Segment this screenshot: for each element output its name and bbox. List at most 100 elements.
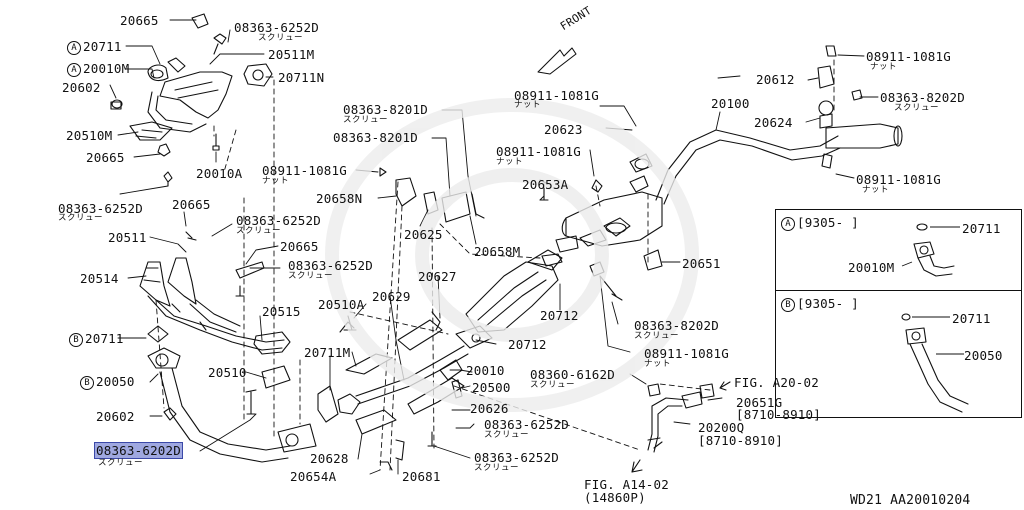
- part-sublabel: スクリュー: [58, 213, 104, 223]
- part-label-highlighted[interactable]: 08363-6202D: [94, 442, 183, 459]
- fig-a20-arrow: [719, 381, 731, 391]
- part-label[interactable]: 08911-1081G: [856, 172, 941, 187]
- part-label[interactable]: 20500: [472, 380, 511, 395]
- part-sublabel: スクリュー: [530, 380, 576, 390]
- marker-a: A: [67, 41, 81, 55]
- front-direction-arrow: [537, 47, 577, 75]
- part-label[interactable]: 08911-1081G: [644, 346, 729, 361]
- inset-title: B[9305- ]: [781, 297, 859, 312]
- part-label[interactable]: 20628: [310, 451, 349, 466]
- inset-parts: [901, 223, 969, 413]
- part-label[interactable]: 20626: [470, 401, 509, 416]
- fig-reference[interactable]: FIG. A20-02: [734, 375, 819, 390]
- part-label[interactable]: 20515: [262, 304, 301, 319]
- diagram-code: WD21 AA20010204: [850, 493, 971, 508]
- part-label[interactable]: 20602: [96, 409, 135, 424]
- part-label[interactable]: 20510M: [66, 128, 113, 143]
- marker-a: A: [781, 217, 795, 231]
- part-label[interactable]: 20653A: [522, 177, 569, 192]
- dashed-guide-lines: [155, 59, 835, 471]
- part-label[interactable]: 20623: [544, 122, 583, 137]
- part-label[interactable]: 20681: [402, 469, 441, 484]
- part-sublabel: スクリュー: [236, 226, 282, 236]
- part-label[interactable]: 08363-8201D: [343, 102, 428, 117]
- part-label[interactable]: 08911-1081G: [514, 88, 599, 103]
- part-label[interactable]: 20665: [120, 13, 159, 28]
- part-label[interactable]: 20665: [280, 239, 319, 254]
- part-label[interactable]: 20627: [418, 269, 457, 284]
- part-sublabel: スクリュー: [474, 463, 520, 473]
- tail-pipe: [655, 45, 903, 205]
- part-label[interactable]: 20651: [682, 256, 721, 271]
- part-sublabel: ナット: [862, 185, 890, 195]
- part-label[interactable]: 08363-8202D: [634, 318, 719, 333]
- part-label[interactable]: 20100: [711, 96, 750, 111]
- part-sublabel: スクリュー: [343, 115, 389, 125]
- part-sublabel: スクリュー: [894, 103, 940, 113]
- part-label[interactable]: 20629: [372, 289, 411, 304]
- inset-title: A[9305- ]: [781, 216, 859, 231]
- part-label[interactable]: 20511M: [268, 47, 315, 62]
- part-label[interactable]: 08911-1081G: [496, 144, 581, 159]
- part-label[interactable]: 08911-1081G: [262, 163, 347, 178]
- part-label[interactable]: 08360-6162D: [530, 367, 615, 382]
- part-label[interactable]: 20510: [208, 365, 247, 380]
- part-label[interactable]: 08363-8201D: [333, 130, 418, 145]
- inset-box-b: B[9305- ] 20711 20050: [775, 290, 1022, 418]
- part-sublabel: スクリュー: [288, 271, 334, 281]
- part-label[interactable]: 08911-1081G: [866, 49, 951, 64]
- part-label[interactable]: 20612: [756, 72, 795, 87]
- marker-b: B: [80, 376, 94, 390]
- part-label[interactable]: 08363-6252D: [234, 20, 319, 35]
- part-label[interactable]: 08363-6252D: [474, 450, 559, 465]
- part-label[interactable]: 08363-8202D: [880, 90, 965, 105]
- part-sublabel: スクリュー: [98, 458, 144, 468]
- part-label[interactable]: 20625: [404, 227, 443, 242]
- part-label[interactable]: 20511: [108, 230, 147, 245]
- part-label[interactable]: 20010: [466, 363, 505, 378]
- part-label[interactable]: 20200Q: [698, 420, 745, 435]
- part-label[interactable]: 20654A: [290, 469, 337, 484]
- part-label[interactable]: 08363-6252D: [484, 417, 569, 432]
- part-label[interactable]: 20010M: [848, 260, 895, 275]
- part-label[interactable]: 20658M: [474, 244, 521, 259]
- part-sublabel: ナット: [870, 62, 898, 72]
- part-sublabel: ナット: [644, 359, 672, 369]
- part-label[interactable]: 20711N: [278, 70, 325, 85]
- part-label[interactable]: 20712: [508, 337, 547, 352]
- part-label[interactable]: 20514: [80, 271, 119, 286]
- part-label[interactable]: 20711: [962, 221, 1001, 236]
- part-label[interactable]: 08363-6252D: [236, 213, 321, 228]
- part-label[interactable]: 20711: [952, 311, 991, 326]
- part-label[interactable]: 20050: [964, 348, 1003, 363]
- part-label[interactable]: 20510A: [318, 297, 365, 312]
- part-sublabel: ナット: [262, 176, 290, 186]
- front-pipe-upper-assembly: [110, 13, 273, 187]
- fig-reference[interactable]: FIG. A14-02: [584, 477, 669, 492]
- part-label[interactable]: 20651G: [736, 395, 783, 410]
- part-label[interactable]: 08363-6252D: [58, 201, 143, 216]
- part-sublabel: スクリュー: [634, 331, 680, 341]
- fig-reference-code: (14860P): [584, 490, 646, 505]
- part-label[interactable]: 20602: [62, 80, 101, 95]
- part-sublabel: スクリュー: [484, 430, 530, 440]
- part-label[interactable]: 20712: [540, 308, 579, 323]
- watermark-emblem: [325, 98, 699, 412]
- part-label[interactable]: 20658N: [316, 191, 363, 206]
- part-label[interactable]: 20624: [754, 115, 793, 130]
- fig-a14-arrow: [631, 459, 643, 473]
- part-label[interactable]: 08363-6252D: [288, 258, 373, 273]
- part-label[interactable]: 20665: [86, 150, 125, 165]
- part-sublabel: ナット: [514, 100, 542, 110]
- part-label[interactable]: 20010A: [196, 166, 243, 181]
- part-sublabel: ナット: [496, 157, 524, 167]
- part-label[interactable]: 20665: [172, 197, 211, 212]
- part-label[interactable]: 20711M: [304, 345, 351, 360]
- rear-connector-pipe: [647, 383, 715, 453]
